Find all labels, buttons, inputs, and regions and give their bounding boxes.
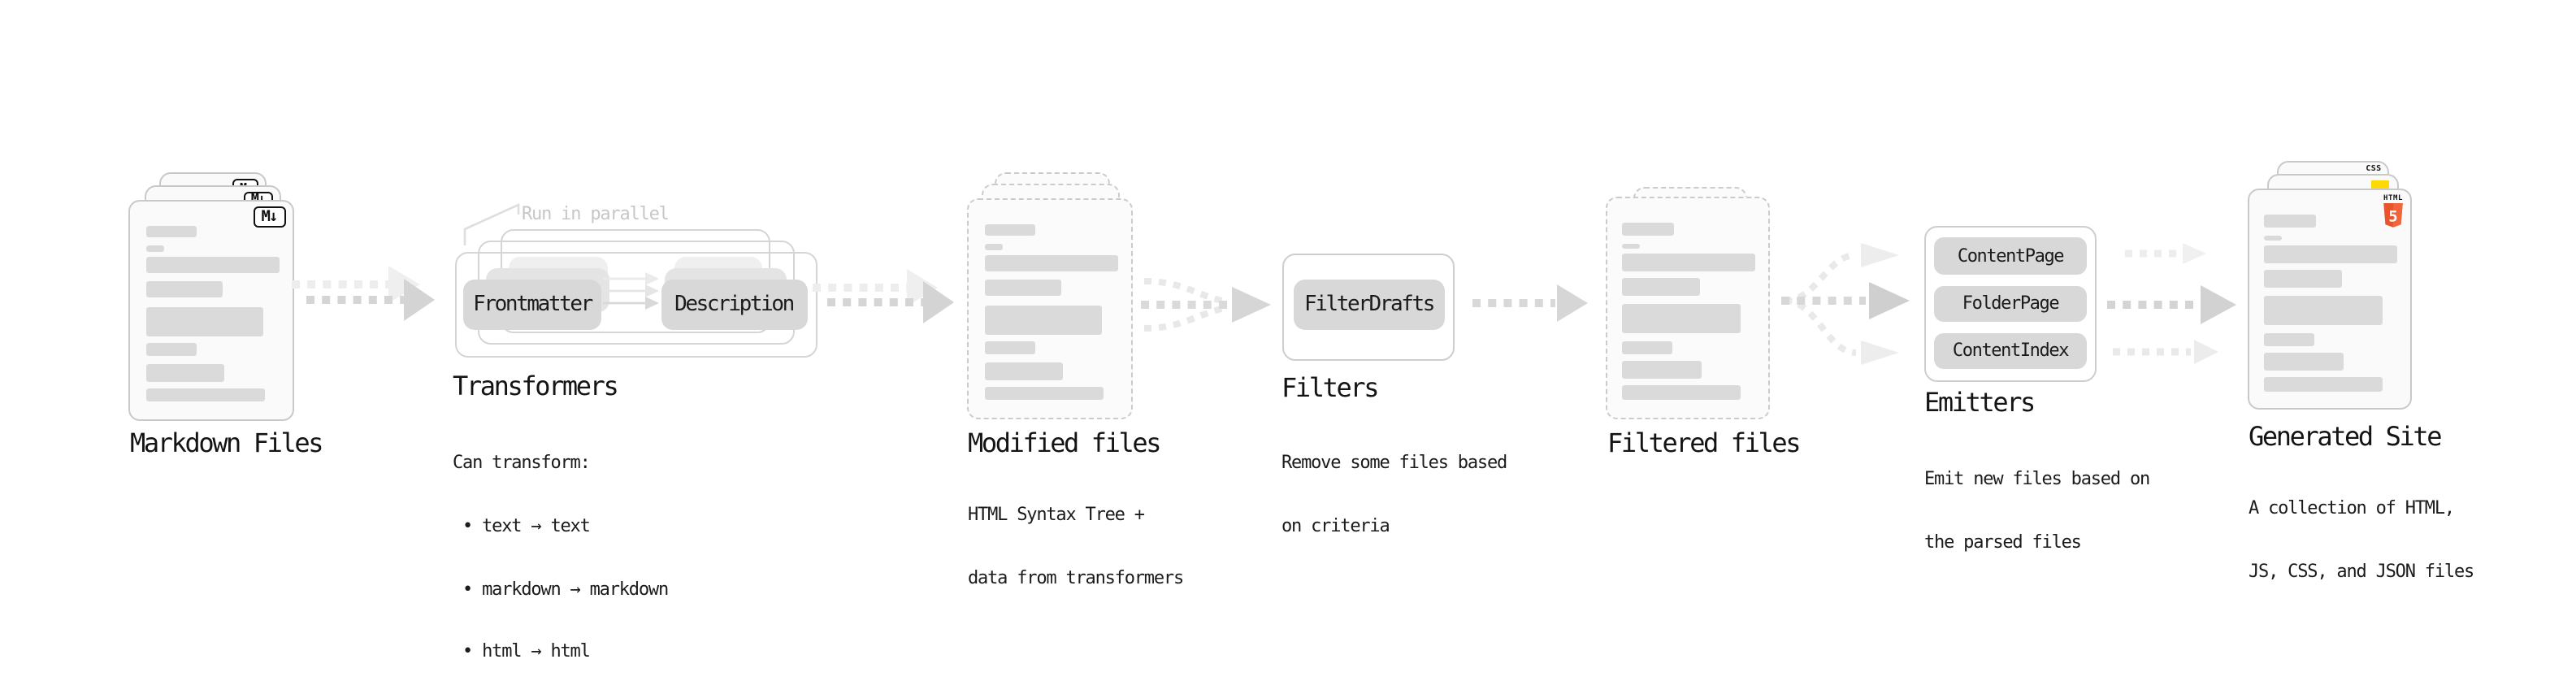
desc-line: • markdown → markdown bbox=[453, 578, 669, 600]
pill-filterdrafts: FilterDrafts bbox=[1294, 279, 1444, 329]
file-card-front bbox=[967, 197, 1132, 419]
stage-label-generated-site: Generated Site bbox=[2249, 420, 2443, 451]
html5-number: 5 bbox=[2388, 208, 2397, 226]
desc-line: on criteria bbox=[1281, 515, 1390, 537]
transformer-box-front bbox=[454, 252, 817, 358]
text-line bbox=[1622, 254, 1755, 271]
text-line bbox=[145, 388, 264, 401]
text-line bbox=[145, 363, 224, 381]
file-card-front: M↓ bbox=[128, 199, 294, 421]
desc-line: the parsed files bbox=[1924, 531, 2082, 553]
stage-label-filters: Filters bbox=[1281, 371, 1379, 402]
stage-label-transformers: Transformers bbox=[453, 371, 619, 401]
text-line bbox=[984, 386, 1103, 400]
css-icon-label: CSS bbox=[2366, 164, 2382, 174]
desc-line: Remove some files based bbox=[1281, 452, 1507, 474]
text-line bbox=[2264, 270, 2341, 287]
text-line bbox=[2264, 245, 2397, 262]
stage-label-filtered-files: Filtered files bbox=[1607, 427, 1802, 458]
desc-line: data from transformers bbox=[968, 566, 1184, 588]
text-line bbox=[1622, 340, 1672, 354]
arrow-emitters-to-generated bbox=[2107, 243, 2236, 364]
generated-description: A collection of HTML, JS, CSS, and JSON … bbox=[2249, 457, 2474, 625]
text-line bbox=[984, 254, 1117, 271]
text-line bbox=[1622, 243, 1640, 249]
pill-frontmatter: Frontmatter bbox=[463, 279, 601, 329]
desc-line: Emit new files based on bbox=[1924, 468, 2150, 490]
text-line bbox=[1622, 304, 1740, 333]
pill-description: Description bbox=[661, 279, 807, 329]
html5-icon-label: HTML bbox=[2383, 195, 2404, 203]
text-line bbox=[145, 225, 197, 237]
filters-description: Remove some files based on criteria bbox=[1281, 412, 1507, 580]
text-line bbox=[2264, 296, 2382, 325]
arrow-filtered-to-emitters bbox=[1781, 243, 1910, 365]
emitters-description: Emit new files based on the parsed files bbox=[1924, 428, 2150, 596]
text-line bbox=[1622, 361, 1701, 379]
text-line bbox=[984, 305, 1102, 334]
arrow-modified-to-filters bbox=[1141, 278, 1271, 332]
text-line bbox=[984, 223, 1035, 236]
text-line bbox=[145, 280, 223, 297]
text-line bbox=[1622, 223, 1673, 235]
desc-line: A collection of HTML, bbox=[2249, 497, 2455, 518]
text-line bbox=[2264, 377, 2383, 391]
desc-line: Can transform: bbox=[453, 452, 591, 474]
text-line bbox=[984, 244, 1002, 249]
modified-description: HTML Syntax Tree + data from transformer… bbox=[968, 463, 1184, 631]
file-card-front bbox=[1605, 197, 1770, 419]
arrow-transformers-to-modified bbox=[813, 269, 954, 323]
desc-line: • text → text bbox=[453, 515, 591, 537]
text-line bbox=[145, 343, 196, 356]
stage-label-markdown-files: Markdown Files bbox=[130, 427, 324, 458]
text-line bbox=[2264, 332, 2314, 345]
text-line bbox=[145, 256, 279, 273]
desc-line: • html → html bbox=[453, 640, 591, 662]
text-line bbox=[145, 245, 163, 251]
desc-line: JS, CSS, and JSON files bbox=[2249, 560, 2474, 582]
arrow-markdown-to-transformers bbox=[292, 266, 435, 321]
arrow-frontmatter-to-description bbox=[603, 272, 659, 310]
run-in-parallel-annotation: Run in parallel bbox=[522, 203, 670, 224]
pill-contentindex: ContentIndex bbox=[1934, 332, 2087, 369]
html5-shield: 5 bbox=[2383, 203, 2403, 228]
stage-label-emitters: Emitters bbox=[1924, 386, 2036, 417]
stage-label-modified-files: Modified files bbox=[968, 427, 1162, 458]
text-line bbox=[1622, 385, 1741, 399]
markdown-icon: M↓ bbox=[253, 206, 285, 227]
annotation-connector-line bbox=[463, 202, 520, 245]
pill-contentpage: ContentPage bbox=[1934, 237, 2087, 274]
text-line bbox=[1622, 278, 1699, 295]
text-line bbox=[145, 306, 263, 336]
text-line bbox=[984, 279, 1061, 296]
text-line bbox=[2264, 215, 2315, 227]
transformers-description: Can transform: • text → text • markdown … bbox=[453, 412, 669, 681]
text-line bbox=[2264, 353, 2343, 371]
desc-line: HTML Syntax Tree + bbox=[968, 503, 1145, 525]
text-line bbox=[984, 341, 1034, 354]
text-line bbox=[2264, 235, 2282, 241]
file-card-front: HTML 5 bbox=[2247, 189, 2412, 409]
arrow-filters-to-filtered bbox=[1472, 284, 1588, 322]
html5-icon: HTML 5 bbox=[2380, 195, 2406, 229]
pill-folderpage: FolderPage bbox=[1934, 285, 2087, 322]
text-line bbox=[984, 362, 1063, 380]
